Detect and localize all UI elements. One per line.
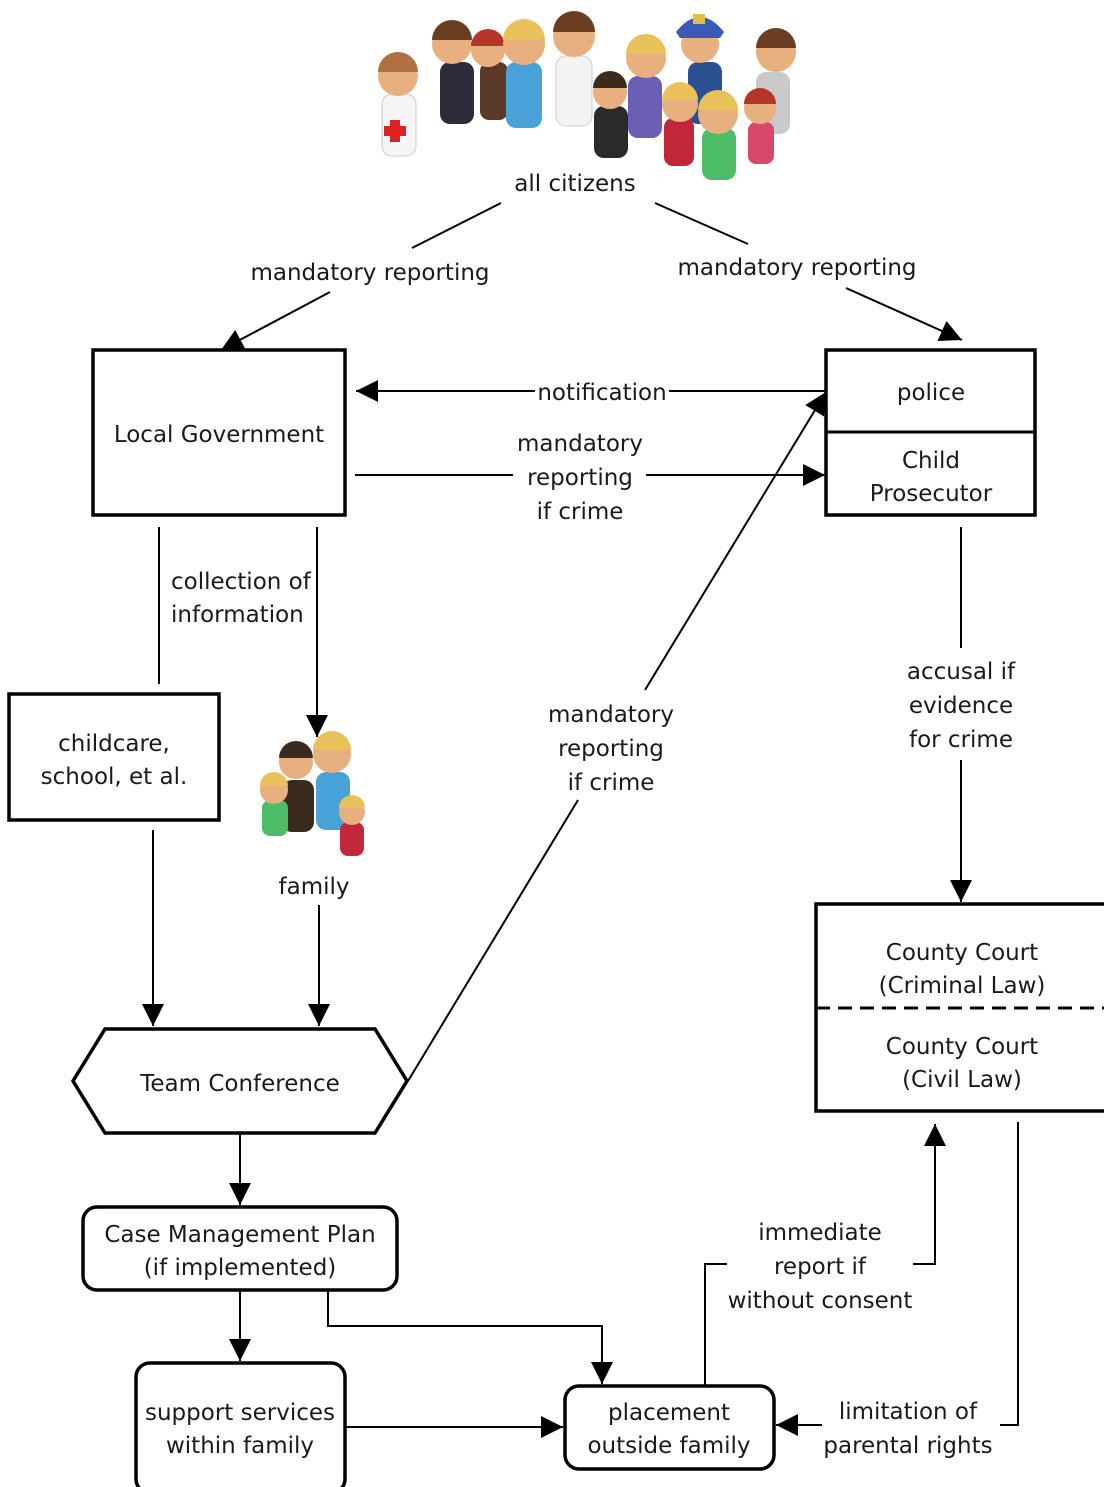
edge-label-accusal-2: evidence (909, 693, 1013, 719)
team-conference-hexagon (70, 1027, 410, 1135)
county-court-civil-line2: (Civil Law) (902, 1067, 1022, 1093)
child-prosecutor-label-line1: Child (902, 448, 960, 474)
edge-team-to-police-upper (644, 391, 827, 691)
childcare-label-line2: school, et al. (41, 764, 188, 790)
local-government-label: Local Government (114, 422, 324, 448)
edge-label-immediate-1: immediate (758, 1220, 882, 1246)
child-prosecutor-label-line2: Prosecutor (870, 481, 993, 507)
edge-label-reporting-crime-mid-2: reporting (558, 736, 664, 762)
childcare-label-line1: childcare, (58, 731, 170, 757)
edge-label-limitation-2: parental rights (823, 1433, 992, 1459)
edge-label-reporting-crime-top-1: mandatory (517, 431, 643, 457)
case-management-plan-box (81, 1205, 399, 1292)
edge-court-to-placement-upper (1000, 1122, 1019, 1426)
support-services-line1: support services (145, 1400, 335, 1426)
county-court-criminal-line1: County Court (886, 940, 1038, 966)
team-conference-label: Team Conference (139, 1071, 340, 1097)
county-court-civil-line1: County Court (886, 1034, 1038, 1060)
childcare-box (7, 692, 221, 822)
support-services-line2: within family (166, 1433, 314, 1459)
edge-label-notification: notification (537, 380, 666, 406)
edge-label-immediate-3: without consent (728, 1288, 913, 1314)
edge-placement-to-court-left (704, 1263, 727, 1385)
edge-label-reporting-crime-mid-3: if crime (568, 770, 655, 796)
edge-citizens-to-police-lower (845, 287, 963, 342)
support-services-box (134, 1361, 347, 1487)
edge-label-reporting-crime-top-2: reporting (527, 465, 633, 491)
case-management-plan-line1: Case Management Plan (104, 1222, 375, 1248)
placement-line1: placement (608, 1400, 730, 1426)
crowd-of-people-icon (378, 11, 796, 180)
edge-team-to-police-lower (407, 799, 579, 1082)
edge-label-limitation-1: limitation of (839, 1399, 978, 1425)
family-label: family (279, 874, 350, 900)
edge-label-immediate-2: report if (774, 1254, 867, 1280)
edge-label-accusal-3: for crime (909, 727, 1013, 753)
edge-citizens-to-police-upper (654, 202, 749, 245)
placement-line2: outside family (587, 1433, 750, 1459)
all-citizens-label: all citizens (514, 171, 635, 197)
edge-plan-to-placement (327, 1291, 613, 1384)
edge-label-mandatory-reporting-left: mandatory reporting (250, 260, 489, 286)
edge-label-collection-1: collection of (171, 569, 312, 595)
local-government-box (91, 348, 347, 517)
family-people-icon (260, 731, 365, 856)
placement-box (563, 1384, 776, 1471)
edge-citizens-to-localgov-upper (411, 202, 502, 249)
edge-label-collection-2: information (171, 602, 304, 628)
edge-label-accusal-1: accusal if (907, 659, 1016, 685)
edge-label-reporting-crime-top-3: if crime (537, 499, 624, 525)
police-label: police (897, 380, 965, 406)
edge-citizens-to-localgov-lower (220, 291, 331, 351)
edge-label-mandatory-reporting-right: mandatory reporting (677, 255, 916, 281)
county-court-criminal-line2: (Criminal Law) (879, 973, 1046, 999)
edge-placement-to-court-right (913, 1124, 946, 1265)
case-management-plan-line2: (if implemented) (144, 1255, 337, 1281)
edge-label-reporting-crime-mid-1: mandatory (548, 702, 674, 728)
